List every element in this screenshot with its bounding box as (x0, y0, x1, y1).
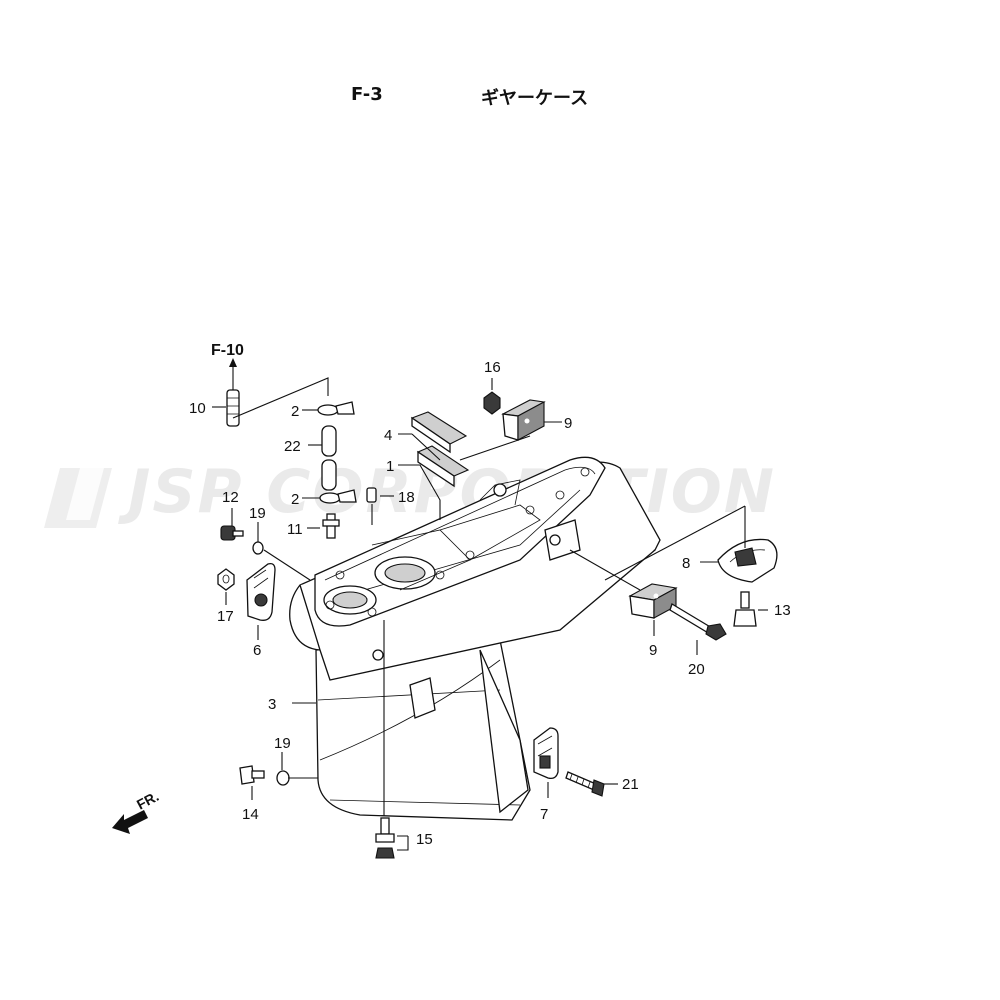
callout-20: 20 (688, 661, 705, 678)
callout-17: 17 (217, 608, 234, 625)
part-19-washer-upper (252, 541, 264, 555)
callout-13: 13 (774, 602, 791, 619)
callout-22: 22 (284, 438, 301, 455)
part-7-anode (533, 727, 559, 780)
part-6-anode (246, 562, 276, 621)
callout-7: 7 (540, 806, 548, 823)
callout-19-lower: 19 (274, 735, 291, 752)
callout-19-upper: 19 (249, 505, 266, 522)
reference-label: F-10 (211, 342, 244, 359)
diagram-title: ギヤーケース (481, 88, 589, 109)
part-19-washer-lower (276, 770, 290, 786)
callout-4: 4 (384, 427, 392, 444)
gear-case-housing (289, 456, 661, 821)
callout-6: 6 (253, 642, 261, 659)
part-21-bolt (565, 771, 605, 797)
callout-2-upper: 2 (291, 403, 299, 420)
callout-2-lower: 2 (291, 491, 299, 508)
part-9-anode-lower (628, 583, 678, 619)
part-9-anode-upper (501, 399, 546, 441)
callout-21: 21 (622, 776, 639, 793)
callout-12: 12 (222, 489, 239, 506)
front-direction-arrow: FR. (112, 788, 161, 834)
part-2-hose-clip-upper (317, 401, 355, 416)
part-13-flange-bolt (733, 591, 757, 627)
callout-1: 1 (386, 458, 394, 475)
part-2-hose-clip-lower (319, 489, 357, 504)
leader-lines (212, 377, 768, 851)
part-18-dowel-pin (366, 487, 377, 503)
callout-11: 11 (287, 521, 303, 538)
front-label: FR. (134, 788, 161, 813)
callout-9-upper: 9 (564, 415, 572, 432)
part-22-water-hose (321, 425, 337, 491)
diagram-code: F-3 (351, 84, 383, 105)
part-11-water-tube-fitting (322, 513, 340, 539)
part-15-bolt-and-nut (375, 817, 395, 859)
callout-14: 14 (242, 806, 259, 823)
callout-10: 10 (189, 400, 206, 417)
part-8-trim-tab (717, 538, 778, 583)
part-20-bolt (669, 603, 727, 641)
part-14-bolt (239, 765, 265, 785)
callout-15: 15 (416, 831, 433, 848)
part-16-bolt (483, 391, 501, 415)
callout-16: 16 (484, 359, 501, 376)
callout-3: 3 (268, 696, 276, 713)
callout-9-lower: 9 (649, 642, 657, 659)
callout-labels: F-10 10 2 22 2 4 1 18 11 12 19 17 6 3 19… (189, 342, 791, 848)
part-12-plug-bolt (220, 525, 244, 541)
callout-8: 8 (682, 555, 690, 572)
part-17-nut (217, 568, 235, 591)
callout-18: 18 (398, 489, 415, 506)
